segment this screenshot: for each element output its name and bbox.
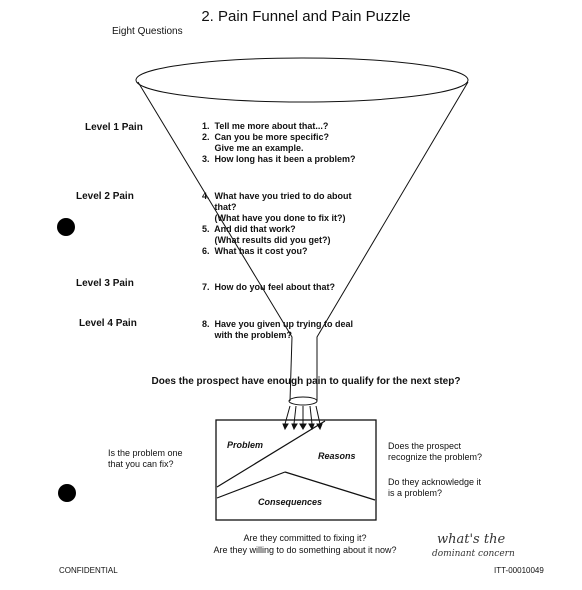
level-2-questions: 4. What have you tried to do about that?… — [202, 191, 352, 256]
puzzle-problem-label: Problem — [227, 440, 264, 450]
pain-puzzle-box — [215, 419, 377, 521]
level-2-label: Level 2 Pain — [76, 191, 134, 202]
spout-arrows — [282, 405, 323, 431]
footer-confidential: CONFIDENTIAL — [59, 566, 118, 575]
level-1-questions: 1. Tell me more about that...? 2. Can yo… — [202, 121, 356, 164]
puzzle-divider-3 — [284, 471, 376, 501]
puzzle-reasons-label: Reasons — [318, 451, 356, 461]
side-note-right-bottom: Do they acknowledge it is a problem? — [388, 477, 482, 498]
handwritten-note-line-1: what's the — [437, 532, 506, 547]
funnel-right-wall — [316, 81, 469, 401]
level-4-label: Level 4 Pain — [79, 318, 137, 329]
punch-hole-bullet — [57, 218, 75, 236]
commitment-questions: Are they committed to fixing it? Are the… — [213, 533, 397, 555]
level-1-label: Level 1 Pain — [85, 122, 143, 133]
puzzle-divider-2 — [216, 471, 286, 499]
level-4-questions: 8. Have you given up trying to deal with… — [202, 319, 354, 340]
side-note-right-top: Does the prospect recognize the problem? — [388, 441, 483, 462]
side-note-left: Is the problem one that you can fix? — [108, 448, 183, 469]
handwritten-note-line-2: dominant concern — [432, 549, 515, 559]
funnel-rim — [135, 57, 469, 103]
puzzle-consequences-label: Consequences — [258, 497, 323, 507]
page-subtitle: Eight Questions — [112, 26, 183, 37]
qualify-question: Does the prospect have enough pain to qu… — [151, 376, 461, 387]
punch-hole-bullet — [58, 484, 76, 502]
footer-document-id: ITT-00010049 — [494, 566, 544, 575]
page-title: 2. Pain Funnel and Pain Puzzle — [201, 8, 411, 25]
level-3-label: Level 3 Pain — [76, 278, 134, 289]
level-3-questions: 7. How do you feel about that? — [202, 282, 336, 292]
funnel-spout — [288, 396, 318, 406]
puzzle-divider-1 — [216, 420, 326, 488]
funnel-left-wall — [137, 81, 293, 402]
